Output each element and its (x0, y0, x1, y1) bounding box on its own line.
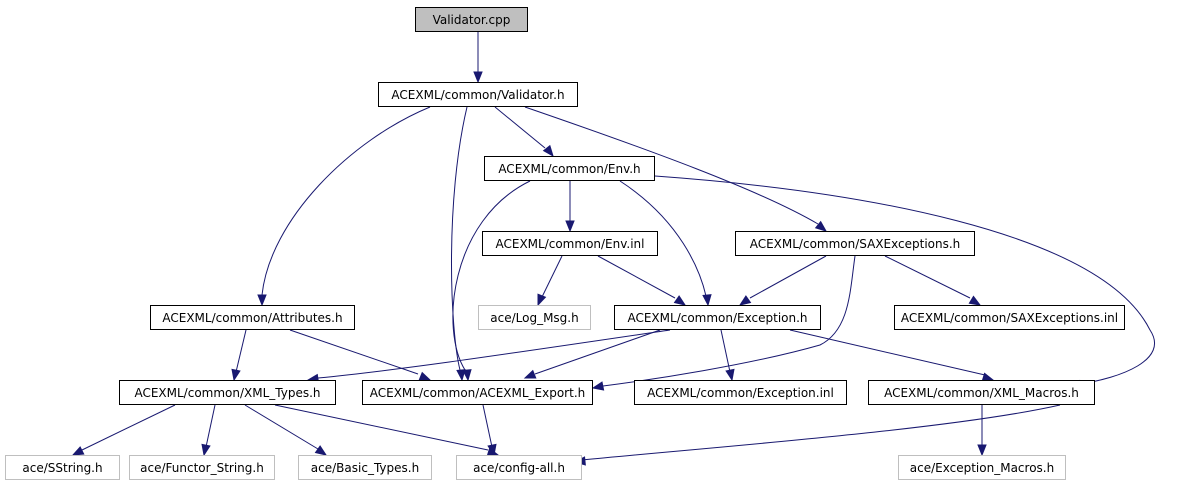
edge-env_h-to-xml_macros_h (654, 175, 1156, 385)
node-saxexceptions-h[interactable]: ACEXML/common/SAXExceptions.h (735, 231, 975, 256)
node-attributes-h[interactable]: ACEXML/common/Attributes.h (150, 305, 355, 330)
arrowhead-icon (738, 295, 752, 306)
node-label: ACEXML/common/XML_Macros.h (884, 385, 1079, 400)
node-env-h[interactable]: ACEXML/common/Env.h (484, 156, 655, 181)
node-xml-macros-h[interactable]: ACEXML/common/XML_Macros.h (868, 380, 1095, 405)
arrowhead-icon (537, 293, 547, 307)
node-exception-h[interactable]: ACEXML/common/Exception.h (614, 305, 821, 330)
arrowhead-icon (977, 444, 987, 457)
edge-env_inl-to-log_msg_h (541, 255, 563, 298)
edge-exception_h-to-xml_types_h (317, 329, 671, 379)
node-validator-h[interactable]: ACEXML/common/Validator.h (378, 82, 578, 107)
edge-env_inl-to-exception_h (597, 255, 676, 299)
edge-saxexceptions_h-to-acexml_export_h (602, 255, 856, 387)
edge-xml_types_h-to-config_all_h (274, 404, 489, 451)
node-label: ACEXML/common/SAXExceptions.h (749, 236, 961, 251)
arrowhead-icon (314, 445, 328, 456)
arrowhead-icon (418, 371, 432, 381)
arrowhead-icon (201, 443, 211, 457)
arrowhead-icon (814, 220, 828, 232)
arrowhead-icon (523, 369, 537, 379)
edge-attributes_h-to-acexml_export_h (289, 329, 419, 375)
arrowhead-icon (702, 294, 712, 307)
node-functor-string-h[interactable]: ace/Functor_String.h (129, 455, 275, 480)
node-env-inl[interactable]: ACEXML/common/Env.inl (482, 231, 658, 256)
node-label: ace/Functor_String.h (140, 460, 264, 475)
arrowhead-icon (487, 443, 497, 457)
node-label: ACEXML/common/Env.h (498, 161, 641, 176)
node-label: ace/SString.h (22, 460, 103, 475)
node-exception-macros-h[interactable]: ace/Exception_Macros.h (898, 455, 1066, 480)
arrowhead-icon (542, 144, 554, 158)
edge-exception_h-to-xml_macros_h (789, 329, 986, 376)
edge-env_h-to-exception_h (619, 180, 707, 297)
arrowhead-icon (473, 71, 483, 84)
node-xml-types-h[interactable]: ACEXML/common/XML_Types.h (119, 380, 336, 405)
node-label: ACEXML/common/XML_Types.h (134, 385, 321, 400)
edge-saxexceptions_h-to-exception_h (749, 255, 827, 299)
node-label: ACEXML/common/Attributes.h (162, 310, 343, 325)
node-label: ace/Exception_Macros.h (909, 460, 1055, 475)
node-label: ace/config-all.h (473, 460, 565, 475)
node-basic-types-h[interactable]: ace/Basic_Types.h (298, 455, 432, 480)
edge-attributes_h-to-xml_types_h (235, 329, 247, 373)
edge-exception_h-to-exception_inl (720, 329, 731, 373)
node-exception-inl[interactable]: ACEXML/common/Exception.inl (634, 380, 847, 405)
edge-exception_h-to-acexml_export_h (534, 329, 661, 375)
node-saxexceptions-inl[interactable]: ACEXML/common/SAXExceptions.inl (894, 305, 1125, 330)
arrowhead-icon (71, 446, 85, 456)
arrowhead-icon (462, 369, 472, 382)
node-config-all-h[interactable]: ace/config-all.h (456, 455, 582, 480)
node-label: ace/Log_Msg.h (490, 310, 579, 325)
arrowhead-icon (257, 294, 267, 307)
edge-validator_h-to-env_h (494, 106, 546, 149)
node-label: ACEXML/common/ACEXML_Export.h (369, 385, 586, 400)
node-label: ACEXML/common/Exception.inl (647, 385, 834, 400)
arrowhead-icon (231, 368, 241, 382)
edge-xml_types_h-to-basic_types_h (244, 404, 319, 450)
edge-xml_types_h-to-sstring_h (81, 404, 176, 451)
node-label: ACEXML/common/Env.inl (495, 236, 645, 251)
node-log-msg-h[interactable]: ace/Log_Msg.h (478, 305, 591, 330)
node-label: ACEXML/common/SAXExceptions.inl (900, 310, 1119, 325)
arrowhead-icon (725, 368, 735, 382)
arrowhead-icon (673, 295, 687, 306)
edge-xml_macros_h-to-config_all_h (581, 404, 1061, 461)
edge-xml_types_h-to-functor_string_h (205, 404, 216, 448)
node-label: ACEXML/common/Validator.h (391, 87, 565, 102)
node-label: ace/Basic_Types.h (310, 460, 420, 475)
edge-acexml_export_h-to-config_all_h (482, 404, 493, 448)
arrowhead-icon (565, 220, 575, 233)
arrowhead-icon (968, 295, 982, 306)
node-acexml-export-h[interactable]: ACEXML/common/ACEXML_Export.h (362, 380, 593, 405)
arrowhead-icon (591, 381, 605, 391)
edge-saxexceptions_h-to-saxexceptions_inl (884, 255, 971, 299)
node-label: ACEXML/common/Exception.h (627, 310, 808, 325)
arrowhead-icon (456, 369, 466, 382)
edge-validator_h-to-attributes_h (261, 106, 431, 296)
node-validator-cpp[interactable]: Validator.cpp (415, 7, 528, 32)
node-sstring-h[interactable]: ace/SString.h (5, 455, 120, 480)
node-label: Validator.cpp (432, 12, 511, 27)
edge-env_h-to-acexml_export_h (452, 180, 531, 371)
edge-validator_h-to-saxexceptions_h (524, 106, 819, 225)
